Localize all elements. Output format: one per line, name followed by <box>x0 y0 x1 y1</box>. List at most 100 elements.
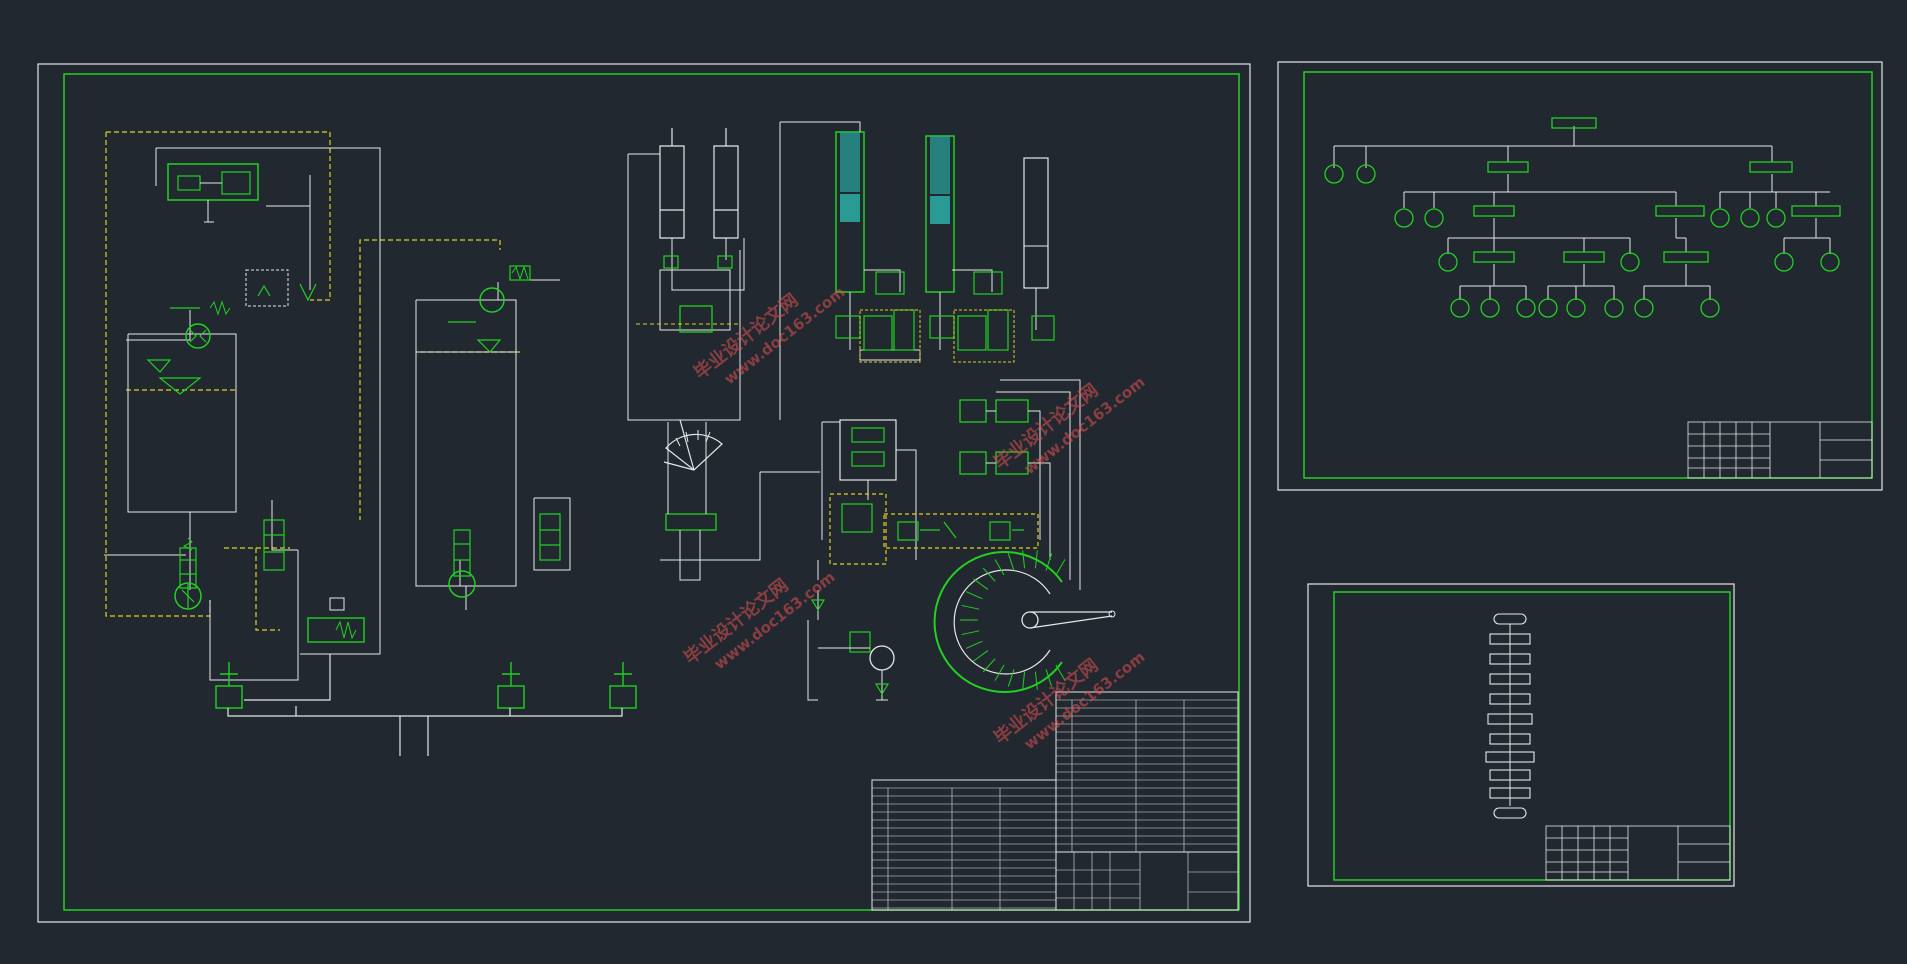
top-left-valve-link <box>200 182 222 223</box>
hydraulic-motor-5 <box>869 645 895 671</box>
parts-list-left-column <box>871 779 1057 911</box>
tree-chart-connectors <box>1333 126 1831 300</box>
watermark-3: 毕业设计论文网 www.doc163.com <box>680 568 839 673</box>
tree-chart-leaves <box>1324 164 1840 318</box>
manifold-20-top <box>851 427 885 443</box>
rotary-indexer-spoke <box>1007 669 1015 687</box>
rotary-indexer-spoke <box>1034 671 1038 690</box>
actuator-27-lines <box>986 379 1081 590</box>
rotary-indexer-spoke <box>1045 669 1053 687</box>
main-parts-list <box>871 691 1239 911</box>
flow-sheet-inner-border <box>1333 591 1731 881</box>
valve-19-body <box>841 503 873 533</box>
spring-valve-6-1-coil <box>511 265 529 281</box>
valve-group-28-symbols <box>897 521 1024 541</box>
rotary-indexer-spoke <box>965 640 983 649</box>
relief-valve-glyph <box>257 283 317 302</box>
cylinder-13-rod <box>840 132 860 192</box>
valve-16-center <box>679 305 713 333</box>
main-pump-2 <box>448 570 476 598</box>
tree-chart-boxes <box>1473 117 1841 263</box>
top-left-valve-box <box>167 163 259 201</box>
cylinder-group-left <box>659 128 739 239</box>
valve-group-19 <box>829 493 887 565</box>
flowchart-sheet <box>1307 583 1735 887</box>
main-title-block <box>1055 851 1239 911</box>
parts-list-right-rows <box>1056 699 1238 853</box>
top-left-valve-spool-b <box>221 171 251 195</box>
rotary-indexer-arm <box>1029 611 1113 629</box>
tree-sheet-title-block <box>1687 421 1873 479</box>
manifold-20-bottom <box>851 451 885 467</box>
main-title-block-grid <box>1056 852 1238 910</box>
flowchart-steps <box>1485 613 1535 819</box>
tree-sheet-outer-border <box>1277 61 1883 491</box>
cylinder-21-line <box>1024 245 1048 330</box>
return-manifold <box>227 654 623 756</box>
center-valve-18-lines <box>660 422 820 581</box>
small-relief-13 <box>307 617 365 643</box>
rotary-indexer-spoke <box>982 567 996 582</box>
rotary-indexer-inner <box>953 569 1051 675</box>
cylinder-20-piston <box>930 196 950 224</box>
middle-check-valves <box>448 321 502 353</box>
relief-13-spring <box>335 620 357 640</box>
watermark-4: 毕业设计论文网 www.doc163.com <box>990 648 1149 753</box>
pilot-line-mid <box>255 239 501 631</box>
rotary-valve-17-ticks <box>675 430 711 447</box>
left-circuit-lines <box>104 147 381 681</box>
rotary-indexer-spoke <box>1055 559 1066 576</box>
pressure-switch-16b <box>717 255 733 269</box>
cylinder-group-left-lines <box>627 153 745 421</box>
pilot-line-left <box>105 131 331 617</box>
valve-14-box <box>329 597 345 611</box>
pressure-switch-16a <box>663 255 679 269</box>
pressure-valve-15-4 <box>849 631 871 653</box>
rotary-indexer-spoke <box>973 650 989 662</box>
directional-valve-middle <box>453 513 561 577</box>
directional-valve-left <box>179 519 285 589</box>
rotary-indexer-spoke <box>994 664 1005 681</box>
main-pump-1 <box>174 582 202 610</box>
rotary-indexer-spoke <box>1022 550 1026 569</box>
bottom-pump-units <box>215 662 637 709</box>
valve-group-28 <box>883 513 1039 549</box>
rotary-indexer-spoke <box>973 578 989 590</box>
pilot-line-bridge <box>126 351 520 549</box>
main-hydraulic-sheet <box>37 63 1251 923</box>
valve-left-spring <box>182 537 193 551</box>
parts-list-left-rows <box>872 787 1056 910</box>
rotary-indexer-spoke <box>961 604 980 610</box>
rotary-indexer <box>933 550 1116 693</box>
pump-5-check <box>810 599 890 696</box>
center-valve-18 <box>665 513 717 531</box>
rotary-indexer-spokes <box>960 550 1066 690</box>
hydraulic-motor-3 <box>185 323 211 349</box>
rotary-indexer-spoke <box>994 559 1005 576</box>
pump-5-lines <box>807 560 888 701</box>
left-check-valves <box>146 359 202 395</box>
cylinder-20-rod <box>930 136 950 194</box>
rotary-indexer-spoke <box>1007 553 1015 571</box>
rotary-indexer-spoke <box>965 591 983 600</box>
valve-block-row <box>835 271 1055 351</box>
rotary-indexer-hub <box>1021 611 1039 629</box>
watermark-1: 毕业设计论文网 www.doc163.com <box>690 283 849 388</box>
hydraulic-motor-6 <box>479 287 505 313</box>
rotary-indexer-spoke <box>1055 664 1066 681</box>
cylinder-13-piston <box>840 194 860 222</box>
valve-block-dashes <box>859 309 1015 363</box>
rotary-indexer-tip <box>1108 610 1116 618</box>
rotary-indexer-spoke <box>982 658 996 673</box>
rotary-indexer-spoke <box>1034 550 1038 569</box>
rotary-indexer-spoke <box>1022 671 1026 690</box>
rotary-indexer-spoke <box>1045 553 1053 571</box>
main-sheet-outer-border <box>37 63 1251 923</box>
tree-chart-sheet <box>1277 61 1883 491</box>
spring-left-1 <box>209 300 231 316</box>
middle-circuit-lines <box>415 279 571 610</box>
flow-sheet-title-block <box>1545 825 1731 881</box>
manifold-20 <box>839 419 897 481</box>
rotary-valve-17-lever <box>663 419 695 471</box>
